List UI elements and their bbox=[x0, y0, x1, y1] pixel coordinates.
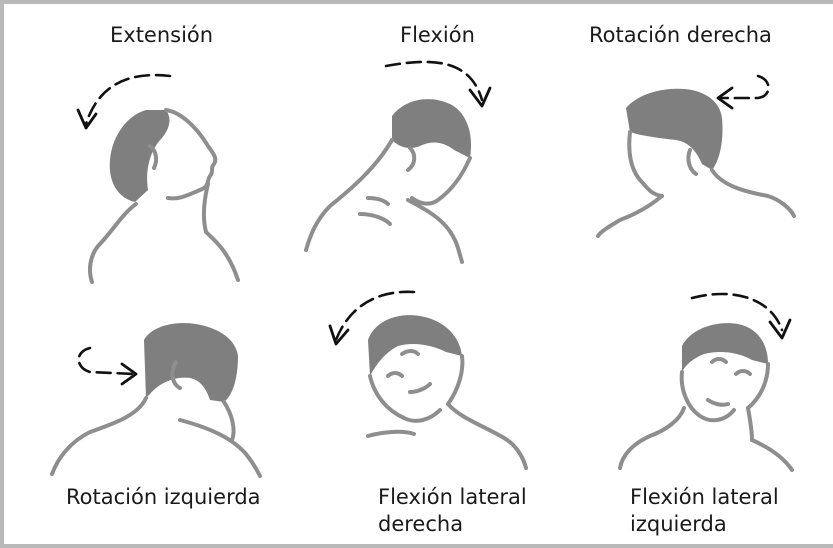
lat-izq-face-left bbox=[679, 370, 736, 423]
lat-izq-eye-2 bbox=[734, 369, 752, 376]
lat-der-eye-2 bbox=[386, 371, 404, 378]
flexion-face bbox=[410, 156, 472, 206]
label-flexion-lateral-izquierda-line2: izquierda bbox=[630, 512, 727, 536]
rotacion-izquierda-figure bbox=[50, 322, 262, 478]
label-flexion: Flexión bbox=[400, 23, 475, 47]
lat-izq-neck-left bbox=[618, 406, 686, 470]
lat-izq-arrow bbox=[690, 292, 784, 332]
lat-izq-shoulder bbox=[750, 438, 794, 472]
flexion-arrow bbox=[384, 60, 484, 102]
rot-izq-shoulder bbox=[178, 418, 262, 478]
rot-izq-ear bbox=[170, 360, 182, 390]
label-flexion-lateral-derecha-line2: derecha bbox=[378, 512, 464, 536]
rot-der-shoulder bbox=[710, 168, 796, 218]
flexion-hair bbox=[392, 99, 472, 158]
rot-der-ear bbox=[686, 148, 698, 176]
flexion-collar-2 bbox=[366, 196, 390, 206]
label-extension: Extensión bbox=[110, 23, 214, 47]
extension-neck-front bbox=[201, 182, 240, 282]
flexion-collar bbox=[358, 212, 392, 226]
flexion-arrowhead bbox=[468, 86, 492, 108]
lat-izq-mouth bbox=[706, 398, 730, 407]
rot-der-arrow bbox=[718, 74, 770, 100]
extension-arrowhead bbox=[76, 108, 98, 130]
rot-der-face bbox=[627, 130, 664, 198]
flexion-back bbox=[304, 138, 394, 252]
lat-der-mouth bbox=[408, 382, 432, 394]
lat-izq-arrowhead bbox=[768, 318, 792, 340]
lat-izq-neck-right bbox=[746, 406, 754, 442]
rot-izq-hair bbox=[144, 322, 238, 402]
lat-der-shoulder-right bbox=[446, 402, 528, 470]
extension-neck-back bbox=[88, 202, 138, 284]
lat-izq-face-right bbox=[746, 362, 770, 410]
flexion-figure bbox=[304, 60, 492, 264]
rot-der-neck bbox=[596, 194, 664, 238]
lateral-derecha-figure bbox=[328, 290, 528, 470]
lat-der-face-right bbox=[446, 354, 465, 406]
extension-figure bbox=[76, 73, 240, 284]
rot-izq-neck bbox=[50, 396, 148, 476]
rot-der-arrowhead bbox=[716, 86, 734, 110]
flexion-shoulder bbox=[406, 198, 464, 264]
label-rotacion-izquierda: Rotación izquierda bbox=[66, 485, 261, 509]
lat-der-eye-1 bbox=[400, 349, 420, 356]
lat-der-arrow bbox=[334, 290, 416, 342]
label-rotacion-derecha: Rotación derecha bbox=[589, 23, 772, 47]
label-flexion-lateral-derecha-line1: Flexión lateral bbox=[378, 485, 527, 509]
rot-der-hair bbox=[626, 88, 723, 170]
extension-face bbox=[164, 108, 218, 201]
lateral-izquierda-figure bbox=[618, 292, 794, 472]
extension-ear bbox=[148, 144, 159, 170]
label-flexion-lateral-izquierda-line1: Flexión lateral bbox=[630, 485, 779, 509]
rotacion-derecha-figure bbox=[596, 74, 796, 238]
rot-izq-arrow bbox=[77, 346, 136, 376]
lat-izq-hair bbox=[682, 323, 768, 372]
lat-der-arrowhead bbox=[328, 324, 350, 346]
flexion-ear bbox=[406, 146, 417, 172]
lat-der-shoulder-left bbox=[366, 429, 416, 438]
extension-hair bbox=[109, 110, 170, 202]
extension-arrow bbox=[84, 73, 172, 126]
rot-izq-arrowhead bbox=[120, 362, 138, 386]
rot-izq-face bbox=[222, 400, 236, 442]
lat-der-hair bbox=[368, 315, 462, 376]
lat-der-face-left bbox=[368, 374, 442, 423]
lat-izq-eye-1 bbox=[710, 357, 728, 364]
